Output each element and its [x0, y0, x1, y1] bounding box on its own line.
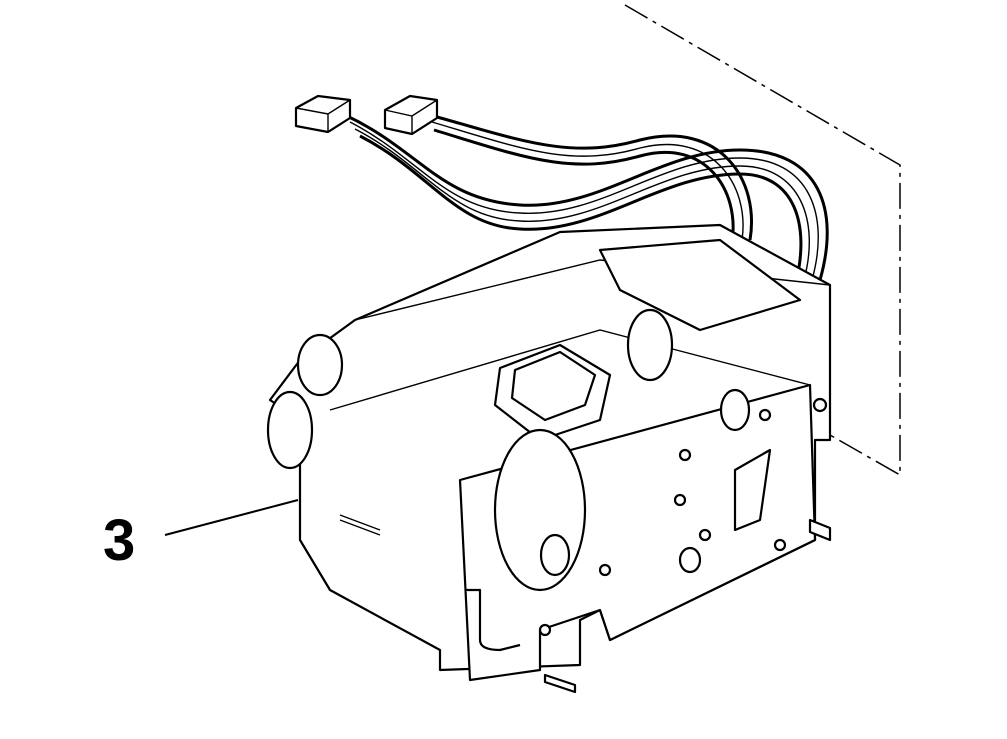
- callout-leader-line: [164, 499, 299, 536]
- reference-outline: [624, 4, 901, 477]
- wire-harness: [344, 113, 829, 283]
- pump-assembly: [266, 223, 832, 694]
- connector: [294, 94, 352, 134]
- callout-label: 3: [103, 508, 136, 573]
- connector: [383, 94, 439, 136]
